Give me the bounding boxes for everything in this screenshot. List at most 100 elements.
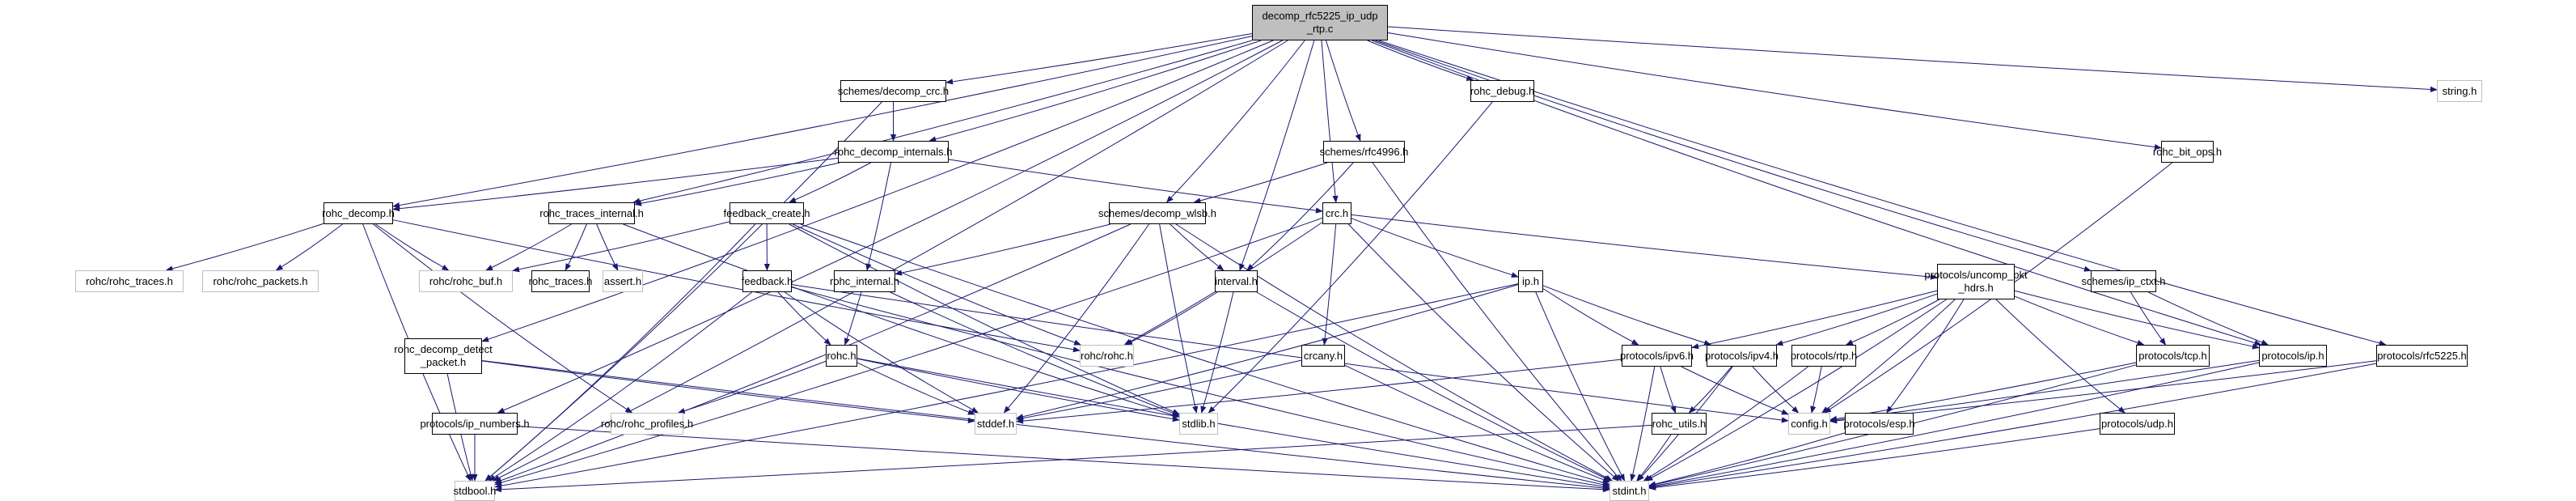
node-rohc-decomp-detect-packet[interactable]: rohc_decomp_detect _packet.h	[394, 338, 493, 374]
edges-layer	[165, 26, 2438, 493]
node-protocols-rtp[interactable]: protocols/rtp.h	[1791, 345, 1857, 367]
node-rohc-traces[interactable]: rohc_traces.h	[529, 270, 592, 292]
edge-proto_ip-to-stdint	[1648, 362, 2260, 489]
edge-uncomp_pkt_hdrs-to-ipv4	[1775, 293, 1938, 346]
node-feedback-create[interactable]: feedback_create.h	[724, 202, 810, 224]
edge-feedback-to-stdbool	[488, 291, 752, 482]
node-stddef[interactable]: stddef.h	[975, 413, 1017, 435]
edge-ip-to-ipv4	[1542, 285, 1712, 346]
edge-decomp_wlsb-to-stdlib	[1159, 223, 1199, 414]
node-protocols-ip-numbers[interactable]: protocols/ip_numbers.h	[420, 413, 530, 435]
edge-ipv4-to-config	[1752, 366, 1800, 414]
edge-crc-to-uncomp_pkt_hdrs	[1351, 214, 1938, 280]
edge-udp-to-stdint	[1648, 428, 2100, 490]
edge-ip-to-stdint	[1535, 291, 1626, 482]
edge-rtp-to-stdint	[1643, 366, 1808, 482]
edge-rfc4996-to-interval	[1246, 162, 1354, 271]
edge-crc-to-crcany	[1322, 223, 1337, 346]
node-crcany[interactable]: crcany.h	[1301, 345, 1345, 367]
edge-rohc_utils-to-stdbool	[494, 424, 1652, 493]
edge-rohc_traces_internal-to-assert	[596, 223, 619, 271]
edge-rohc_decomp_internals-to-rohc_internal	[865, 162, 891, 271]
node-schemes-decomp-wlsb[interactable]: schemes/decomp_wlsb.h	[1098, 202, 1216, 224]
node-rohc-rohc-profiles[interactable]: rohc/rohc_profiles.h	[601, 413, 693, 435]
edge-crc-to-ip	[1351, 218, 1519, 278]
node-protocols-ip[interactable]: protocols/ip.h	[2259, 345, 2327, 367]
edge-rohc_utils-to-stdint	[1636, 434, 1672, 482]
edge-ip-to-stdbool	[494, 283, 1519, 489]
edge-ip_ctxt-to-tcp	[2130, 291, 2167, 346]
node-root-file[interactable]: decomp_rfc5225_ip_udp _rtp.c	[1252, 5, 1388, 40]
edge-rohc_traces_internal-to-rohc_rohc_buf	[485, 223, 572, 271]
node-rohc-rohc-buf[interactable]: rohc/rohc_buf.h	[419, 270, 513, 292]
edge-proto_ip-to-config	[1829, 359, 2260, 423]
node-rohc-rohc-packets[interactable]: rohc/rohc_packets.h	[202, 270, 319, 292]
node-rohc-bit-ops[interactable]: rohc_bit_ops.h	[2153, 141, 2222, 163]
node-protocols-rfc5225[interactable]: protocols/rfc5225.h	[2376, 345, 2468, 367]
edge-root-to-crc	[1321, 40, 1339, 203]
edge-crcany-to-stddef	[1016, 359, 1302, 422]
node-rohc-decomp-internals[interactable]: rohc_decomp_internals.h	[835, 141, 953, 163]
edge-feedback_create-to-rohc_rohc	[793, 223, 1082, 346]
node-feedback[interactable]: feedback.h	[742, 270, 793, 292]
edge-ipv6-to-rohc_utils	[1660, 366, 1677, 414]
node-schemes-rfc4996[interactable]: schemes/rfc4996.h	[1320, 141, 1408, 163]
edge-feedback_create-to-rohc_rohc_buf	[512, 221, 730, 273]
node-stdint[interactable]: stdint.h	[1609, 481, 1649, 501]
node-protocols-udp[interactable]: protocols/udp.h	[2100, 413, 2175, 435]
edge-decomp_wlsb-to-interval	[1170, 223, 1225, 271]
edge-uncomp_pkt_hdrs-to-tcp	[2014, 295, 2145, 346]
node-rohc-decomp[interactable]: rohc_decomp.h	[322, 202, 395, 224]
node-rohc-traces-internal[interactable]: rohc_traces_internal.h	[539, 202, 644, 224]
edge-decomp_wlsb-to-stdint	[1175, 223, 1614, 482]
edge-root-to-decomp_wlsb	[1165, 40, 1305, 203]
edge-uncomp_pkt_hdrs-to-config	[1821, 299, 1956, 414]
node-protocols-uncomp-pkt-hdrs[interactable]: protocols/uncomp_pkt _hdrs.h	[1924, 264, 2028, 299]
edge-interval-to-rohc_rohc	[1125, 291, 1218, 346]
node-config[interactable]: config.h	[1788, 413, 1830, 435]
node-rohc-rohc-traces[interactable]: rohc/rohc_traces.h	[75, 270, 184, 292]
node-schemes-ip-ctxt[interactable]: schemes/ip_ctxt.h	[2081, 270, 2166, 292]
edge-root-to-rohc_decomp_internals	[928, 40, 1262, 142]
node-rohc-debug[interactable]: rohc_debug.h	[1470, 80, 1534, 102]
node-crc[interactable]: crc.h	[1322, 202, 1351, 224]
edge-crc-to-stdint	[1347, 223, 1620, 482]
node-ip[interactable]: ip.h	[1518, 270, 1543, 292]
edge-rohc_decomp_internals-to-feedback_create	[788, 162, 871, 203]
edge-feedback-to-stdint	[791, 287, 1610, 488]
edge-rohc_decomp-to-rohc_rohc_packets	[275, 223, 343, 271]
node-rohc[interactable]: rohc.h	[826, 345, 857, 367]
node-stdlib[interactable]: stdlib.h	[1179, 413, 1218, 435]
node-string[interactable]: string.h	[2437, 80, 2482, 102]
edge-rohc-to-rohc_profiles	[677, 360, 827, 414]
edge-feedback_create-to-stdbool	[484, 223, 756, 482]
node-interval[interactable]: interval.h	[1215, 270, 1258, 292]
edge-rfc4996-to-stdint	[1372, 162, 1622, 482]
edge-interval-to-stdlib	[1200, 291, 1234, 414]
node-schemes-decomp-crc[interactable]: schemes/decomp_crc.h	[838, 80, 949, 102]
edge-uncomp_pkt_hdrs-to-rtp	[1845, 299, 1940, 346]
edge-root-to-rohc_bit_ops	[1387, 32, 2162, 151]
node-rohc-internal[interactable]: rohc_internal.h	[830, 270, 899, 292]
edge-feedback-to-stddef	[784, 291, 979, 414]
edge-decomp_wlsb-to-stddef	[1003, 223, 1150, 414]
node-protocols-esp[interactable]: protocols/esp.h	[1843, 413, 1915, 435]
node-protocols-tcp[interactable]: protocols/tcp.h	[2136, 345, 2210, 367]
edge-ipv4-to-rohc_utils	[1688, 366, 1732, 414]
edge-rohc_decomp-to-rohc_profiles	[373, 223, 633, 414]
edge-rohc_debug-to-stdlib	[1208, 101, 1493, 414]
node-protocols-ipv6[interactable]: protocols/ipv6.h	[1620, 345, 1694, 367]
edge-root-to-interval	[1239, 40, 1315, 271]
node-protocols-ipv4[interactable]: protocols/ipv4.h	[1705, 345, 1779, 367]
edge-rohc-to-stdlib	[857, 358, 1180, 422]
node-rohc-utils[interactable]: rohc_utils.h	[1652, 413, 1707, 435]
node-rohc-rohc[interactable]: rohc/rohc.h	[1080, 345, 1134, 367]
edge-rohc_decomp_internals-to-crc	[948, 159, 1323, 214]
edge-rohc-to-stddef	[857, 362, 975, 415]
node-stdbool[interactable]: stdbool.h	[454, 481, 496, 501]
edge-root-to-decomp_crc	[945, 32, 1253, 85]
node-assert[interactable]: assert.h	[603, 270, 643, 292]
edge-rfc4996-to-decomp_wlsb	[1193, 162, 1328, 204]
edge-rohc_decomp_detect-to-stddef	[481, 360, 975, 424]
